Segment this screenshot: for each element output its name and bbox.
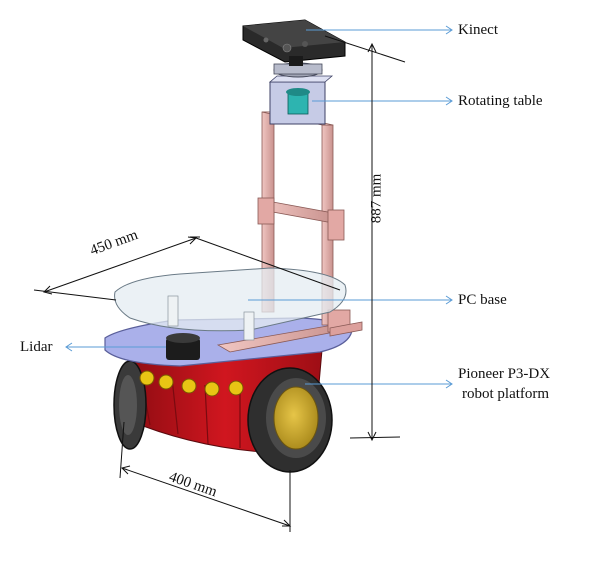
kinect-label: Kinect <box>458 22 498 38</box>
platform-label-line2: robot platform <box>462 386 550 402</box>
callout-lines <box>65 25 453 389</box>
height-dimension: 887 mm <box>368 173 385 224</box>
dimension-lines <box>33 35 406 532</box>
kinect-sensor <box>242 19 346 66</box>
rotating-table <box>268 62 334 125</box>
left-wheel <box>113 360 147 450</box>
platform-label-line1: Pioneer P3-DX <box>458 366 551 382</box>
lidar-label: Lidar <box>20 339 53 355</box>
rotating-table-label: Rotating table <box>458 93 543 109</box>
pc-base-label: PC base <box>458 292 507 308</box>
pc-base-plate <box>114 267 347 341</box>
lidar-unit <box>166 333 200 360</box>
right-wheel <box>247 367 333 473</box>
sonar-ring <box>139 370 244 397</box>
